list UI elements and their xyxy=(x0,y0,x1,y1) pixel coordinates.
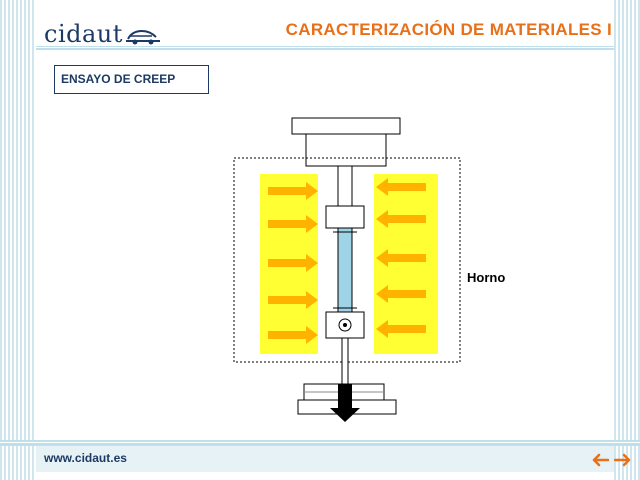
creep-test-diagram xyxy=(233,117,461,422)
header-divider xyxy=(36,46,614,50)
footer-divider xyxy=(0,440,640,446)
next-slide-button[interactable] xyxy=(613,452,633,468)
heat-arrow-left-icon xyxy=(376,249,426,267)
load-arrow-down-icon xyxy=(330,384,360,422)
right-stripes-decoration xyxy=(614,0,640,480)
upper-pull-rod xyxy=(337,165,353,207)
slide-navigation xyxy=(590,452,633,468)
arrow-left-icon xyxy=(592,453,609,467)
right-heat-arrows xyxy=(376,178,426,338)
footer-url-link[interactable]: www.cidaut.es xyxy=(44,451,127,465)
section-label: ENSAYO DE CREEP xyxy=(61,72,176,86)
heat-arrow-right-icon xyxy=(268,182,318,200)
upper-grip xyxy=(325,205,365,229)
heat-arrow-right-icon xyxy=(268,291,318,309)
left-heat-arrows xyxy=(268,182,318,344)
section-label-box: ENSAYO DE CREEP xyxy=(54,65,209,94)
top-crosshead xyxy=(291,117,401,167)
arrow-right-icon xyxy=(614,453,631,467)
heat-arrow-left-icon xyxy=(376,320,426,338)
heat-arrow-right-icon xyxy=(268,326,318,344)
heat-arrow-right-icon xyxy=(268,215,318,233)
left-stripes-decoration xyxy=(0,0,36,480)
heat-arrow-left-icon xyxy=(376,285,426,303)
furnace-label: Horno xyxy=(467,270,506,285)
heat-arrow-right-icon xyxy=(268,254,318,272)
heat-arrow-left-icon xyxy=(376,178,426,196)
heat-arrow-left-icon xyxy=(376,210,426,228)
cidaut-logo: cidaut xyxy=(44,20,160,48)
logo-text: cidaut xyxy=(44,20,123,48)
furnace-outline xyxy=(233,157,461,363)
page-title: CARACTERIZACIÓN DE MATERIALES I xyxy=(285,20,612,39)
footer-bar xyxy=(36,446,614,472)
test-specimen xyxy=(337,227,353,313)
car-logo-icon xyxy=(125,29,160,45)
prev-slide-button[interactable] xyxy=(590,452,610,468)
lower-pull-rod xyxy=(341,337,349,387)
